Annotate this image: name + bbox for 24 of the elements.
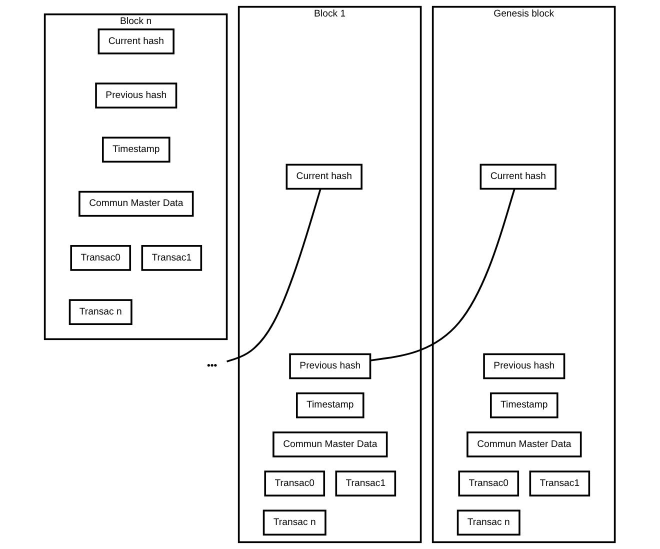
node-box: Timestamp — [102, 136, 170, 163]
node-box: Previous hash — [95, 82, 178, 108]
node-box: Transac n — [69, 299, 133, 326]
node-box: Transac1 — [141, 245, 202, 271]
node-box: Commun Master Data — [466, 432, 582, 458]
node-box: Timestamp — [296, 392, 364, 418]
node-box: Previous hash — [483, 353, 566, 380]
connector — [370, 188, 516, 362]
node-box: Transac0 — [70, 245, 132, 271]
node-box: Current hash — [480, 164, 557, 190]
node-box: Transac1 — [529, 470, 590, 496]
node-box: Transac0 — [264, 470, 326, 496]
connector — [226, 188, 322, 362]
node-box: Commun Master Data — [78, 190, 194, 217]
node-box: Transac n — [457, 510, 521, 536]
node-box: Transac0 — [458, 470, 520, 496]
node-box: Current hash — [286, 164, 363, 190]
node-box: Current hash — [98, 28, 175, 54]
node-box: Timestamp — [490, 392, 558, 418]
node-box: Transac n — [263, 510, 327, 536]
node-box: Commun Master Data — [272, 432, 388, 458]
node-box: Previous hash — [289, 353, 372, 380]
node-box: Transac1 — [335, 470, 396, 496]
node-text: ••• — [207, 360, 218, 372]
